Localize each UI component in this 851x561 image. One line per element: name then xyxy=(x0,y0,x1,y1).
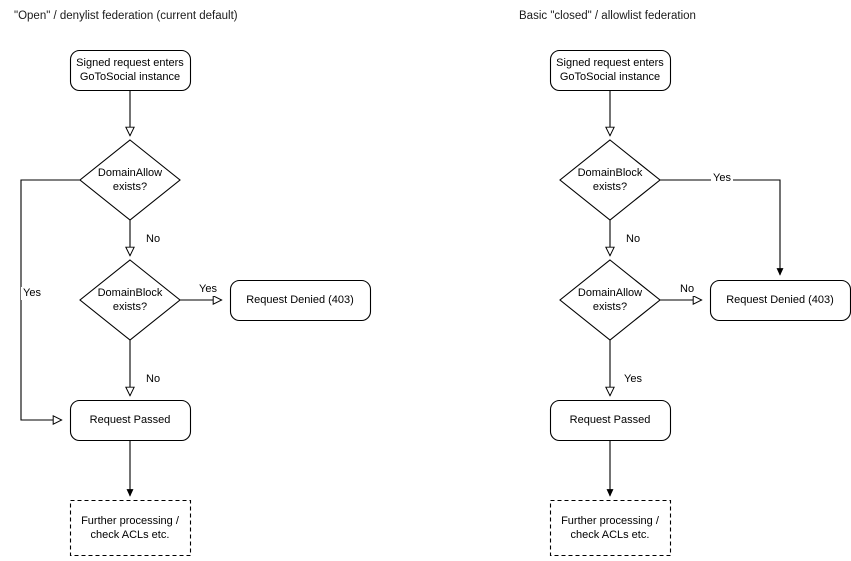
panel-title-open-denylist: "Open" / denylist federation (current de… xyxy=(14,10,238,22)
start-node-shape xyxy=(69,49,192,92)
edge-label-allow-yes: Yes xyxy=(21,287,43,300)
panel-title-closed-allowlist: Basic "closed" / allowlist federation xyxy=(519,10,696,22)
domain-block-decision-shape xyxy=(559,139,661,221)
request-passed-node-shape xyxy=(69,399,192,442)
edge-label-block-yes: Yes xyxy=(711,172,733,185)
start-node-shape xyxy=(549,49,672,92)
request-passed-node-shape xyxy=(549,399,672,442)
request-denied-node-shape xyxy=(229,279,372,322)
edge-label-allow-no: No xyxy=(678,283,697,296)
domain-allow-decision-shape xyxy=(559,259,661,341)
edge-label-allow-no: No xyxy=(144,233,163,246)
edge-label-block-no: No xyxy=(624,233,643,246)
edge-domain-block-yes-to-request-denied xyxy=(660,179,784,276)
domain-allow-decision-shape xyxy=(79,139,181,221)
request-denied-node-shape xyxy=(709,279,851,322)
further-processing-node-shape xyxy=(69,499,192,557)
domain-block-decision-shape xyxy=(79,259,181,341)
edge-label-block-no: No xyxy=(144,373,163,386)
edge-domain-allow-yes-to-request-passed xyxy=(20,179,80,420)
edge-label-block-yes: Yes xyxy=(197,283,219,296)
further-processing-node-shape xyxy=(549,499,672,557)
edge-label-allow-yes: Yes xyxy=(622,373,644,386)
